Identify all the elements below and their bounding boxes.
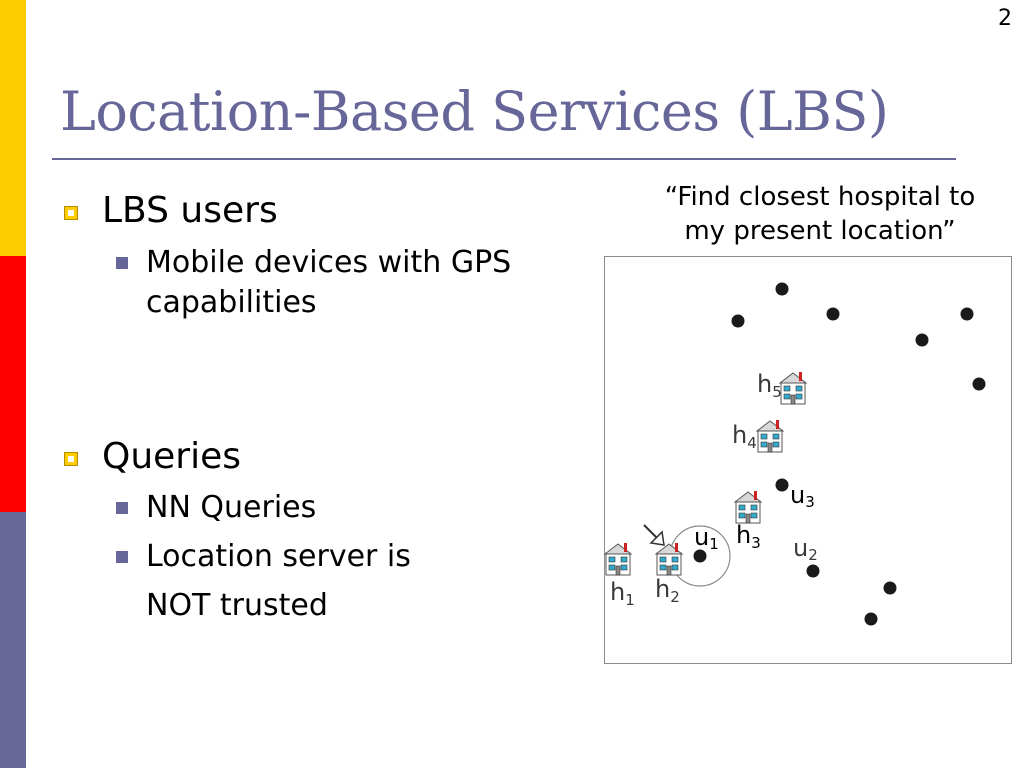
label-h4: h4: [732, 421, 757, 452]
map-point: [826, 307, 840, 321]
sub-bullet-text: capabilities: [146, 285, 317, 320]
user-point-u3: [775, 478, 789, 492]
square-bullet-icon: [64, 452, 78, 466]
cursor-arrow-icon: [643, 524, 665, 546]
map-point: [960, 307, 974, 321]
left-stripe-red: [0, 256, 26, 512]
bullet-text: LBS users: [102, 190, 278, 231]
map-point: [915, 333, 929, 347]
left-stripe-blue: [0, 512, 26, 768]
bullet-lbs-users: LBS users: [64, 190, 278, 231]
map-diagram: [604, 256, 1012, 664]
map-point: [883, 581, 897, 595]
hospital-icon: [604, 542, 632, 576]
label-u1: u1: [694, 523, 719, 553]
map-point: [972, 377, 986, 391]
left-stripe-yellow: [0, 0, 26, 256]
title-underline: [52, 158, 956, 160]
sub-bullet-nn-queries: NN Queries: [116, 488, 316, 528]
user-point-u2: [806, 564, 820, 578]
sub-bullet-text: Mobile devices with GPS: [146, 245, 512, 280]
map-point: [775, 282, 789, 296]
map-points: [693, 282, 986, 626]
bullet-queries: Queries: [64, 436, 242, 477]
label-h5: h5: [757, 370, 782, 401]
label-h1: h1: [610, 578, 635, 609]
quote-line: my present location”: [684, 216, 956, 246]
square-sub-bullet-icon: [116, 551, 128, 563]
page-number: 2: [998, 6, 1012, 31]
label-h2: h2: [655, 575, 680, 606]
hospital-icon: [756, 419, 784, 453]
square-sub-bullet-icon: [116, 257, 128, 269]
label-h3: h3: [736, 521, 761, 552]
hospital-icon: [734, 490, 762, 524]
sub-bullet-mobile-devices: Mobile devices with GPS capabilities: [116, 243, 511, 323]
query-quote: “Find closest hospital to my present loc…: [640, 180, 1000, 248]
bullet-text: Queries: [102, 436, 242, 477]
square-sub-bullet-icon: [116, 502, 128, 514]
user-point-u1: [693, 549, 707, 563]
hospital-icon: [655, 542, 683, 576]
hospital-icon: [779, 371, 807, 405]
square-bullet-icon: [64, 206, 78, 220]
label-u3: u3: [790, 481, 815, 511]
map-point: [864, 612, 878, 626]
sub-bullet-location-server: Location server is NOT trusted: [116, 537, 411, 630]
label-u2: u2: [793, 534, 818, 564]
sub-bullet-text: Location server is: [146, 539, 411, 574]
sub-bullet-text: NOT trusted: [146, 588, 328, 623]
sub-bullet-text: NN Queries: [146, 490, 317, 525]
slide-title: Location-Based Services (LBS): [60, 80, 889, 143]
map-point: [731, 314, 745, 328]
quote-line: “Find closest hospital to: [664, 182, 976, 212]
